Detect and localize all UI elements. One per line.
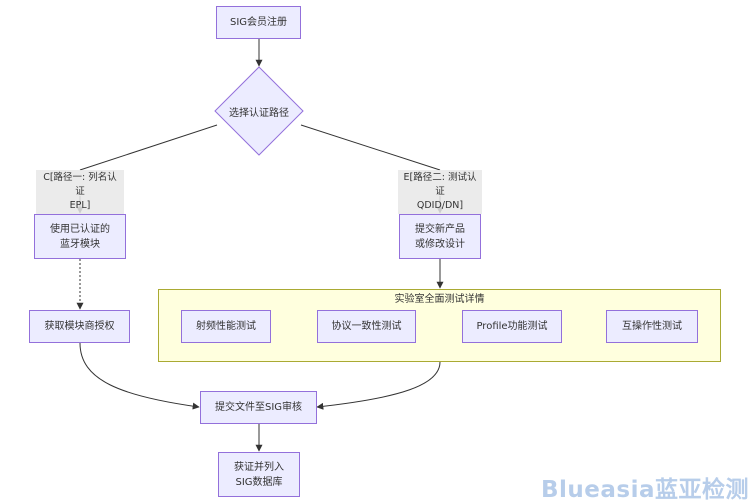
rf-test-node: 射频性能测试	[181, 310, 271, 343]
certified-node: 获证并列入 SIG数据库	[218, 452, 300, 497]
register-node: SIG会员注册	[216, 6, 301, 39]
choose-path-label: 选择认证路径	[229, 108, 289, 119]
submit-product-node: 提交新产品 或修改设计	[399, 214, 481, 259]
use-module-node: 使用已认证的 蓝牙模块	[34, 214, 126, 259]
choose-path-decision	[214, 66, 304, 156]
edge-cluster-docs	[316, 361, 441, 410]
brand-watermark: Blueasia蓝亚检测	[540, 477, 749, 503]
interop-test-node: 互操作性测试	[606, 310, 698, 343]
edge-auth-docs	[79, 342, 200, 410]
path2-label: E[路径二: 测试认证 QDID/DN]	[398, 170, 482, 214]
edge-choose-path1	[79, 124, 218, 171]
edge-choose-path2	[300, 124, 441, 171]
submit-docs-node: 提交文件至SIG审核	[200, 391, 317, 424]
path1-label: C[路径一: 列名认证 EPL]	[36, 170, 124, 214]
profile-test-node: Profile功能测试	[462, 310, 562, 343]
cluster-title: 实验室全面测试详情	[394, 294, 485, 305]
module-auth-node: 获取模块商授权	[29, 310, 130, 343]
protocol-test-node: 协议一致性测试	[317, 310, 416, 343]
